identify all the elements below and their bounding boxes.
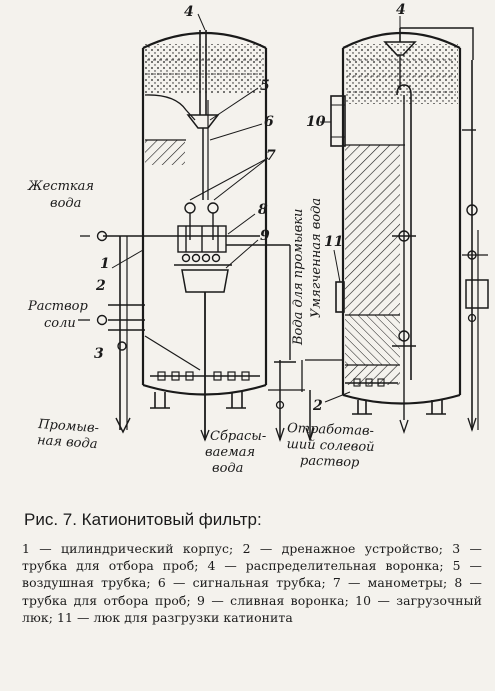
callout-5: 5	[260, 78, 270, 94]
hard-water-label: Жесткая вода	[27, 179, 98, 211]
callout-1: 1	[100, 256, 110, 272]
callout-2-right: 2	[312, 398, 323, 414]
loading-hatch	[330, 95, 346, 147]
drainage-nozzles	[157, 371, 250, 381]
caption-legend-text: 1 — цилиндрический корпус; 2 — дренажное…	[22, 541, 482, 625]
callout-4-right: 4	[396, 2, 406, 18]
leader-lines	[111, 13, 401, 403]
drain-funnel	[181, 269, 229, 293]
callout-8: 8	[258, 202, 268, 218]
callout-10: 10	[306, 114, 326, 130]
callout-11: 11	[324, 234, 343, 250]
callout-3: 3	[94, 346, 104, 362]
salt-solution-label: Раствор соли	[27, 299, 92, 331]
callout-2-left: 2	[95, 278, 106, 294]
manometer-group	[174, 202, 232, 266]
figure-caption: Рис. 7. Катионитовый фильтр: 1 — цилиндр…	[22, 510, 482, 626]
callout-7: 7	[266, 148, 276, 164]
wash-water-label: Промыв- ная вода	[36, 417, 104, 453]
softened-water-label: Умягченная вода	[309, 198, 324, 318]
callout-4-left: 4	[184, 4, 194, 20]
right-filter-vessel	[301, 27, 489, 443]
caption-title: Рис. 7. Катионитовый фильтр:	[24, 510, 262, 529]
callout-9: 9	[260, 228, 270, 244]
cation-filter-diagram: Жесткая вода Раствор соли Промыв- ная во…	[27, 2, 489, 476]
callout-6: 6	[264, 114, 274, 130]
washing-water-label: Вода для промывки	[291, 209, 306, 346]
spent-brine-label: Отработав- ший солевой раствор	[286, 421, 380, 471]
discharged-water-label: Сбрасы- ваемая вода	[205, 429, 270, 476]
left-filter-vessel	[78, 30, 305, 443]
caption-legend: 1 — цилиндрический корпус; 2 — дренажное…	[22, 540, 482, 626]
